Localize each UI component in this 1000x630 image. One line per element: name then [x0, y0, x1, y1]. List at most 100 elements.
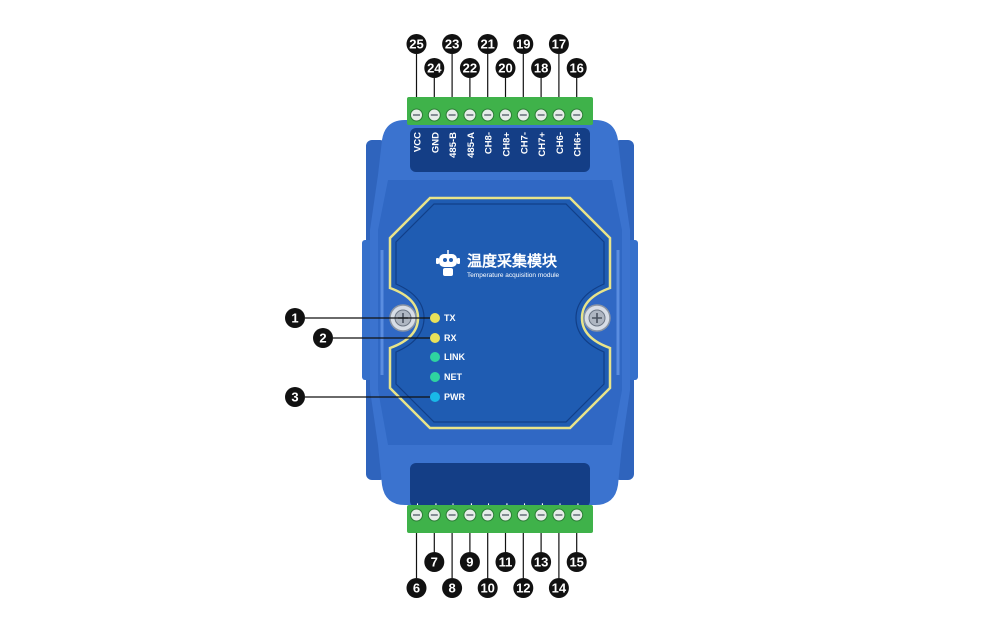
callout-number: 2: [319, 331, 326, 346]
top-terminal-screw: [481, 108, 495, 122]
top-terminal-screw: [534, 108, 548, 122]
callout-bottom-15: 15: [566, 533, 587, 572]
led-label: TX: [444, 313, 456, 323]
top-pin-label: CH6+: [573, 132, 584, 157]
callout-top-21: 21: [477, 34, 498, 97]
callout-top-17: 17: [548, 34, 569, 97]
bottom-terminal-screw: [552, 508, 566, 522]
callout-number: 16: [569, 61, 583, 76]
top-terminal-block: [407, 97, 593, 125]
bottom-label-strip: [410, 463, 590, 507]
top-pin-label: CH7+: [537, 132, 548, 157]
callout-top-20: 20: [495, 58, 516, 97]
callout-bottom-7: 7: [424, 533, 445, 572]
led-indicator: [430, 313, 440, 323]
callout-led-pwr: 3: [285, 387, 430, 407]
top-pin-label: CH6-: [555, 132, 566, 154]
callout-bottom-14: 14: [548, 533, 569, 598]
callout-number: 20: [498, 61, 512, 76]
top-pin-label: CH8+: [502, 132, 513, 157]
top-terminal-screw: [463, 108, 477, 122]
callout-bottom-6: 6: [406, 533, 427, 598]
bottom-terminal-screw: [516, 508, 530, 522]
top-terminal-screw: [499, 108, 512, 122]
robot-icon: [436, 250, 460, 276]
callout-number: 23: [445, 37, 459, 52]
callout-number: 1: [291, 311, 298, 326]
led-label: NET: [444, 372, 463, 382]
callout-bottom-9: 9: [459, 533, 480, 572]
callout-number: 8: [448, 581, 455, 596]
top-terminal-screw: [552, 108, 566, 122]
top-terminal-screw: [410, 108, 423, 122]
callout-number: 10: [480, 581, 494, 596]
bottom-terminal-block: [407, 505, 593, 533]
top-pin-label: 485-A: [466, 132, 477, 158]
callout-number: 17: [552, 37, 566, 52]
callout-led-rx: 2: [313, 328, 430, 348]
callout-number: 24: [427, 61, 442, 76]
callout-bottom-10: 10: [477, 533, 498, 598]
callout-number: 15: [569, 555, 583, 570]
callout-number: 3: [291, 390, 298, 405]
callout-top-22: 22: [459, 58, 480, 97]
top-pin-label: VCC: [413, 132, 424, 152]
led-label: RX: [444, 333, 457, 343]
callout-number: 13: [534, 555, 548, 570]
led-indicator: [430, 352, 440, 362]
top-terminal-screw: [427, 108, 441, 122]
top-terminal-screw: [570, 108, 584, 122]
bottom-terminal-screw: [427, 508, 441, 522]
callout-top-19: 19: [513, 34, 534, 97]
callout-bottom-8: 8: [442, 533, 463, 598]
top-pin-label: GND: [430, 132, 441, 153]
top-pin-label: CH8-: [484, 132, 495, 154]
bottom-terminal-screw: [481, 508, 495, 522]
led-pwr: PWR: [430, 392, 465, 402]
callout-number: 12: [516, 581, 530, 596]
callout-top-25: 25: [406, 34, 427, 97]
bottom-terminal-screw: [463, 508, 477, 522]
led-label: LINK: [444, 352, 465, 362]
callout-number: 14: [552, 581, 567, 596]
led-indicator: [430, 372, 440, 382]
led-tx: TX: [430, 313, 456, 323]
callout-top-23: 23: [442, 34, 463, 97]
callout-number: 9: [466, 555, 473, 570]
callout-top-24: 24: [424, 58, 445, 97]
callout-number: 18: [534, 61, 548, 76]
callout-bottom-11: 11: [495, 533, 516, 572]
module-title-cn: 温度采集模块: [467, 252, 558, 270]
callout-top-16: 16: [566, 58, 587, 97]
led-indicator: [430, 392, 440, 402]
callout-number: 19: [516, 37, 530, 52]
callout-number: 25: [409, 37, 423, 52]
callout-led-tx: 1: [285, 308, 430, 328]
led-net: NET: [430, 372, 463, 382]
led-link: LINK: [430, 352, 465, 362]
callout-number: 21: [480, 37, 494, 52]
top-label-strip: [410, 128, 590, 172]
led-indicator: [430, 333, 440, 343]
callout-number: 7: [431, 555, 438, 570]
top-terminal-screw: [445, 108, 459, 122]
module-title-en: Temperature acquisition module: [467, 272, 560, 279]
screw-right: [583, 304, 611, 332]
callout-bottom-12: 12: [513, 533, 534, 598]
callout-number: 22: [463, 61, 477, 76]
bottom-terminal-screw: [534, 508, 548, 522]
bottom-terminal-screw: [410, 508, 423, 522]
bottom-terminal-screw: [445, 508, 459, 522]
callout-number: 11: [499, 555, 513, 570]
status-leds: TX RX LINK NET PWR: [430, 313, 465, 402]
led-rx: RX: [430, 333, 457, 343]
callout-number: 6: [413, 581, 420, 596]
front-panel: [388, 196, 612, 430]
bottom-terminal-screw: [570, 508, 584, 522]
top-pin-label: 485-B: [448, 132, 459, 158]
callout-bottom-13: 13: [531, 533, 552, 572]
bottom-terminal-screw: [499, 508, 512, 522]
